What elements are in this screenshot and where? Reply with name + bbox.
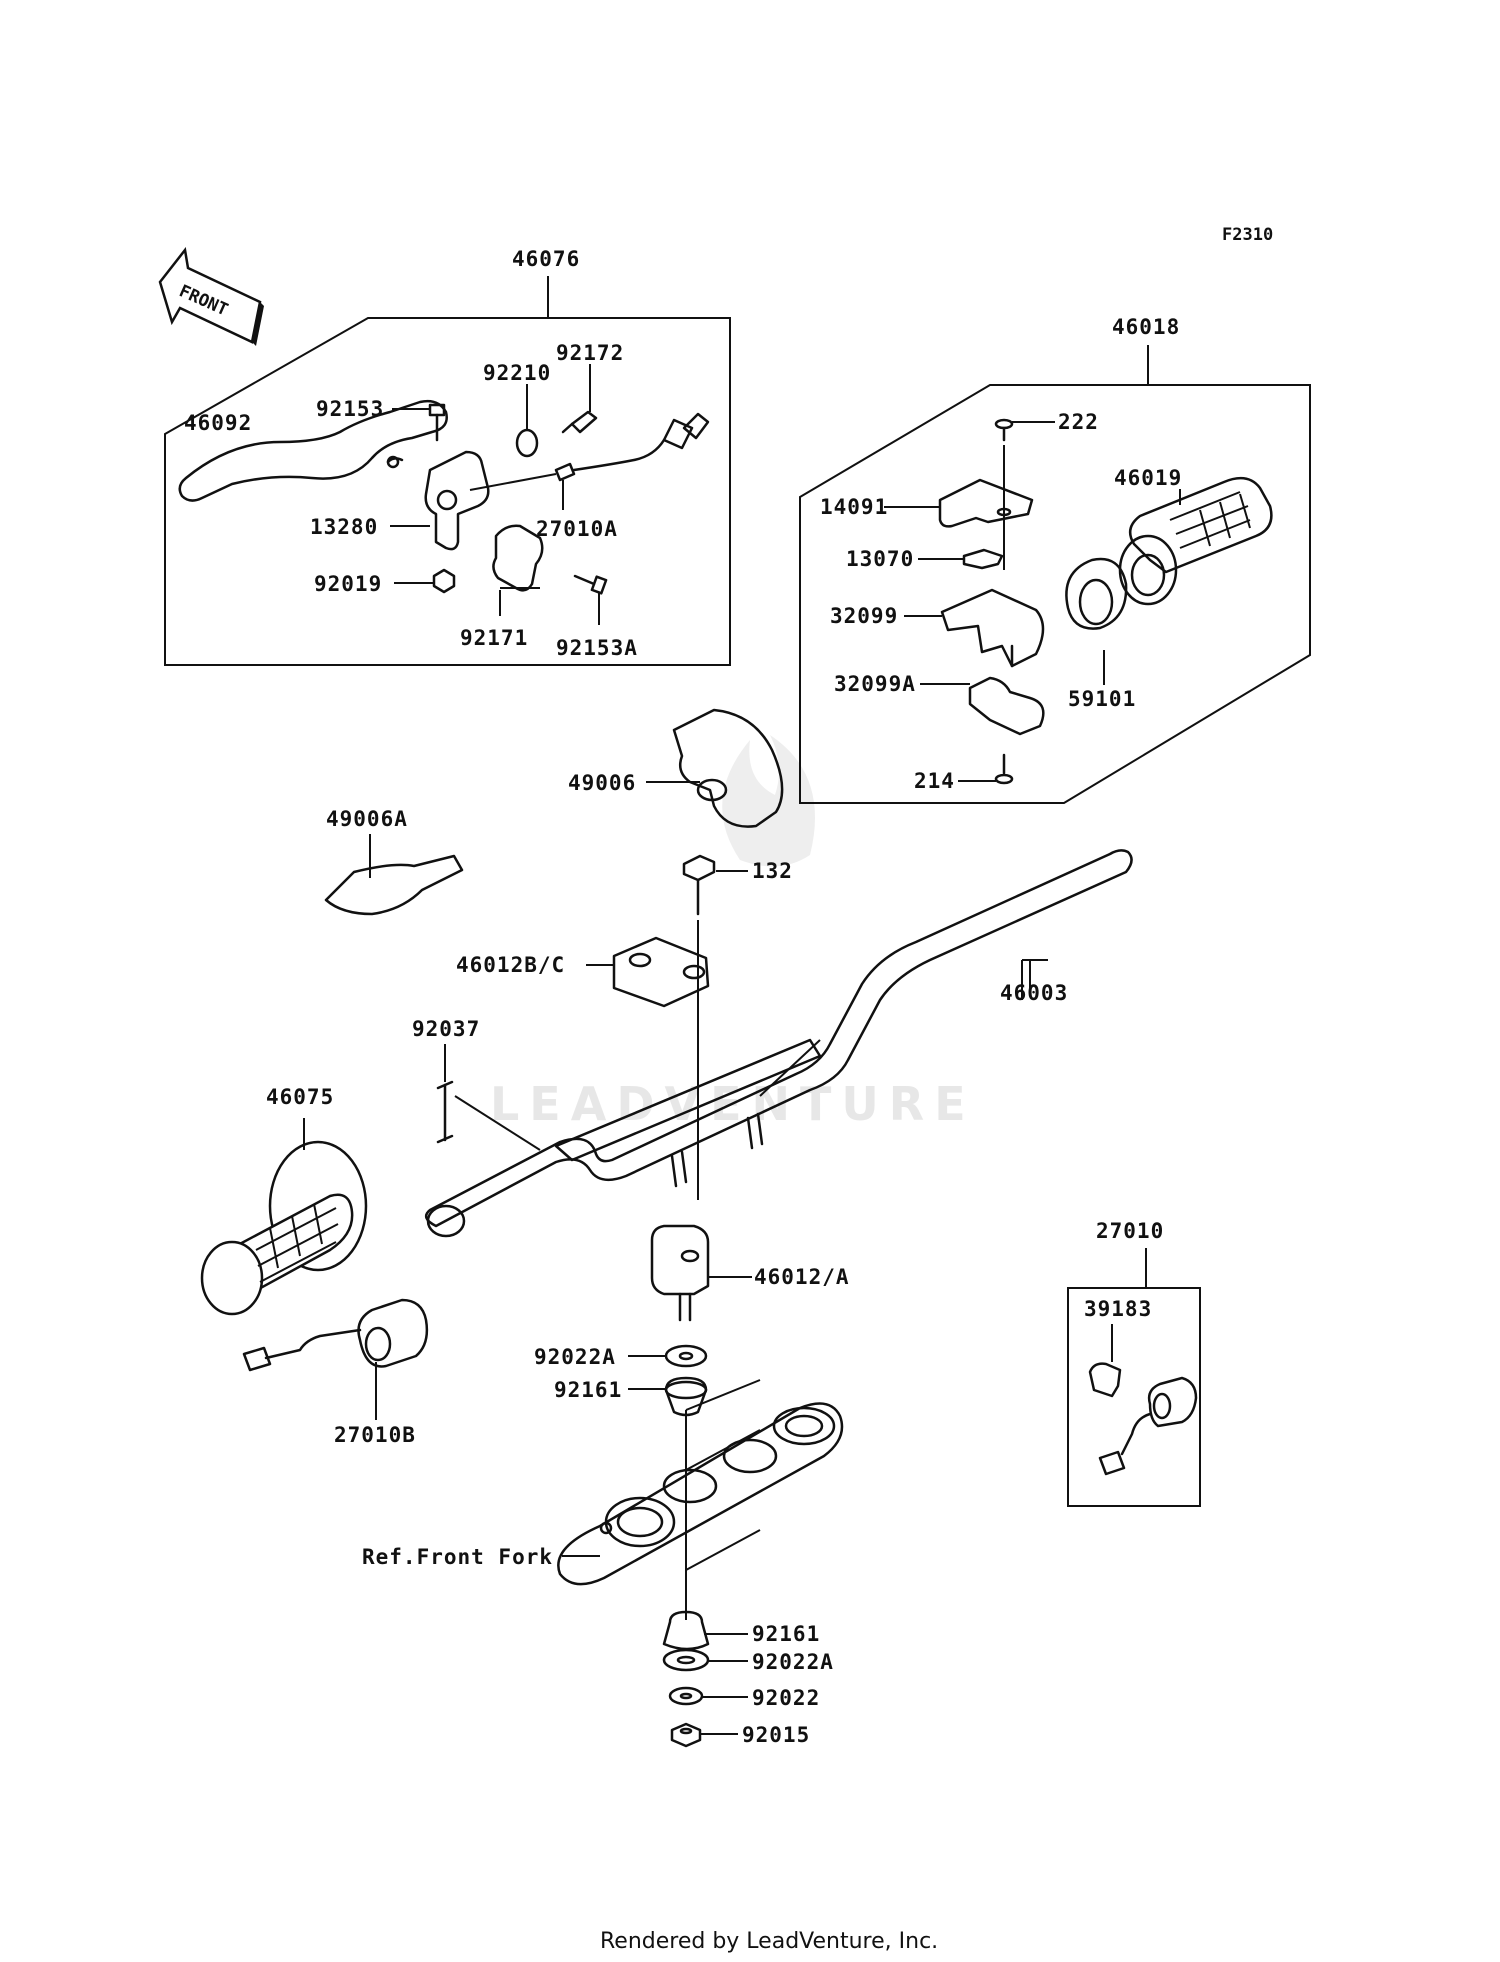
- grip-46075[interactable]: 46075: [200, 1085, 368, 1316]
- lower-mount-stack: 92161 92022A 92022 92015: [662, 1610, 834, 1748]
- clamp-39183[interactable]: [1088, 1362, 1122, 1398]
- handlebar[interactable]: 46003: [424, 849, 1133, 1238]
- label-13280: 13280: [310, 515, 378, 539]
- label-46003: 46003: [1000, 981, 1068, 1005]
- label-132: 132: [752, 859, 793, 883]
- bolt-92153A[interactable]: [590, 575, 608, 595]
- label-92172: 92172: [556, 341, 624, 365]
- label-92019: 92019: [314, 572, 382, 596]
- damper-92161-upper[interactable]: [664, 1376, 708, 1417]
- watermark: LEADVENTURE: [490, 735, 976, 1131]
- label-92022: 92022: [752, 1686, 820, 1710]
- adjuster-92172[interactable]: [570, 410, 598, 434]
- diagram-code: F2310: [1222, 225, 1273, 245]
- guard-49006A[interactable]: 49006A: [324, 807, 464, 916]
- band-92037[interactable]: 92037: [412, 1017, 541, 1151]
- washer-92022[interactable]: [668, 1686, 704, 1706]
- label-13070: 13070: [846, 547, 914, 571]
- bolt-132[interactable]: 132: [682, 854, 793, 916]
- switch-27010A[interactable]: [554, 462, 576, 482]
- label-92153A: 92153A: [556, 636, 638, 660]
- ref-front-fork: Ref.Front Fork: [362, 1545, 553, 1569]
- case-32099[interactable]: [940, 588, 1045, 668]
- nut-92015[interactable]: [670, 1722, 702, 1748]
- label-46019: 46019: [1114, 466, 1182, 490]
- label-14091: 14091: [820, 495, 888, 519]
- label-92161-upper: 92161: [554, 1378, 622, 1402]
- switch-body-27010[interactable]: [1147, 1376, 1198, 1428]
- label-92037: 92037: [412, 1017, 480, 1041]
- label-27010B: 27010B: [334, 1423, 416, 1447]
- label-49006A: 49006A: [326, 807, 408, 831]
- lever-holder[interactable]: [424, 450, 490, 551]
- switch-27010B[interactable]: 27010B: [242, 1298, 429, 1447]
- label-46092: 46092: [184, 411, 252, 435]
- label-92161-lower: 92161: [752, 1622, 820, 1646]
- label-92022A-upper: 92022A: [534, 1345, 616, 1369]
- group-label-46076: 46076: [512, 247, 580, 271]
- damper-92161-lower[interactable]: [662, 1610, 710, 1651]
- label-49006: 49006: [568, 771, 636, 795]
- footer-credit: Rendered by LeadVenture, Inc.: [600, 1929, 938, 1954]
- upper-mount-stack: 92022A 92161: [534, 1344, 708, 1417]
- label-46075: 46075: [266, 1085, 334, 1109]
- label-32099: 32099: [830, 604, 898, 628]
- throttle-grip[interactable]: [1128, 476, 1273, 574]
- label-92022A-lower: 92022A: [752, 1650, 834, 1674]
- triple-clamp[interactable]: Ref.Front Fork: [362, 1379, 844, 1620]
- holder-46012A[interactable]: 46012/A: [650, 1224, 850, 1322]
- front-arrow-icon: FRONT: [158, 246, 264, 346]
- label-39183: 39183: [1084, 1297, 1152, 1321]
- label-27010A: 27010A: [536, 517, 618, 541]
- pulley-59101[interactable]: [1065, 557, 1128, 630]
- clutch-lever-group: 46076: [164, 247, 731, 666]
- clutch-lever[interactable]: [178, 399, 448, 502]
- label-214: 214: [914, 769, 955, 793]
- clamp-92171[interactable]: [492, 524, 544, 592]
- label-46012BC: 46012B/C: [456, 953, 565, 977]
- label-92210: 92210: [483, 361, 551, 385]
- label-92015: 92015: [742, 1723, 810, 1747]
- watermark-text: LEADVENTURE: [490, 1077, 976, 1131]
- switch-group: 27010 39183: [1067, 1219, 1201, 1507]
- label-222: 222: [1058, 410, 1099, 434]
- label-92171: 92171: [460, 626, 528, 650]
- washer-92022A-lower[interactable]: [662, 1648, 710, 1672]
- case-32099A[interactable]: [968, 676, 1045, 736]
- washer-92022A-upper[interactable]: [664, 1344, 708, 1368]
- group-label-46018: 46018: [1112, 315, 1180, 339]
- holder-46012BC[interactable]: 46012B/C: [456, 920, 710, 1200]
- label-59101: 59101: [1068, 687, 1136, 711]
- nut-92210[interactable]: [515, 428, 539, 458]
- cover-14091[interactable]: [938, 478, 1034, 528]
- nut-92019[interactable]: [432, 568, 456, 594]
- label-46012A: 46012/A: [754, 1265, 850, 1289]
- throttle-group: 46018 46019 59101: [799, 315, 1311, 804]
- plate-13070[interactable]: [962, 548, 1004, 570]
- label-32099A: 32099A: [834, 672, 916, 696]
- group-label-27010: 27010: [1096, 1219, 1164, 1243]
- guard-49006[interactable]: 49006: [568, 708, 784, 828]
- label-92153: 92153: [316, 397, 384, 421]
